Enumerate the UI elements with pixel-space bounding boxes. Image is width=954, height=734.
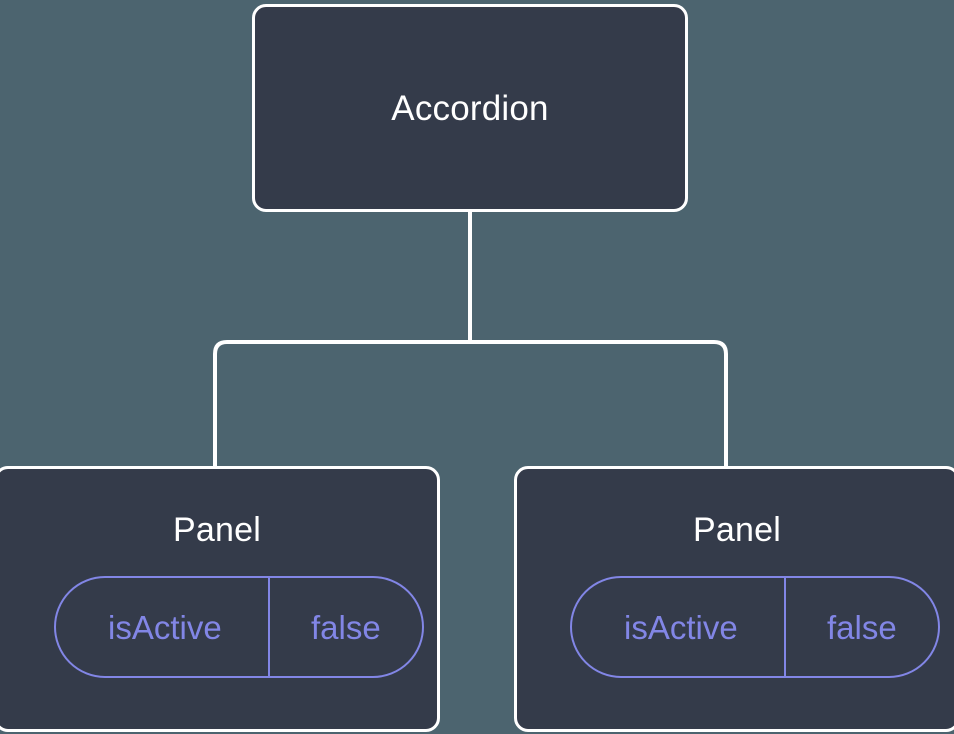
prop-value-right: false xyxy=(826,608,897,646)
node-panel-left-label: Panel xyxy=(173,511,261,549)
prop-value-left: false xyxy=(310,608,381,646)
edge-to-panel-left xyxy=(213,340,470,470)
node-panel-right[interactable]: Panel isActive false xyxy=(514,466,954,732)
edge-to-panel-right xyxy=(470,340,728,470)
node-accordion-label: Accordion xyxy=(391,88,549,128)
prop-key-right: isActive xyxy=(624,608,738,646)
node-panel-left[interactable]: Panel isActive false xyxy=(0,466,440,732)
prop-pill-left[interactable]: isActive false xyxy=(54,576,424,678)
prop-pill-right[interactable]: isActive false xyxy=(570,576,940,678)
prop-divider-left xyxy=(267,578,270,676)
node-panel-right-label: Panel xyxy=(693,511,781,549)
node-accordion[interactable]: Accordion xyxy=(252,4,688,212)
prop-key-left: isActive xyxy=(108,608,222,646)
prop-divider-right xyxy=(783,578,786,676)
